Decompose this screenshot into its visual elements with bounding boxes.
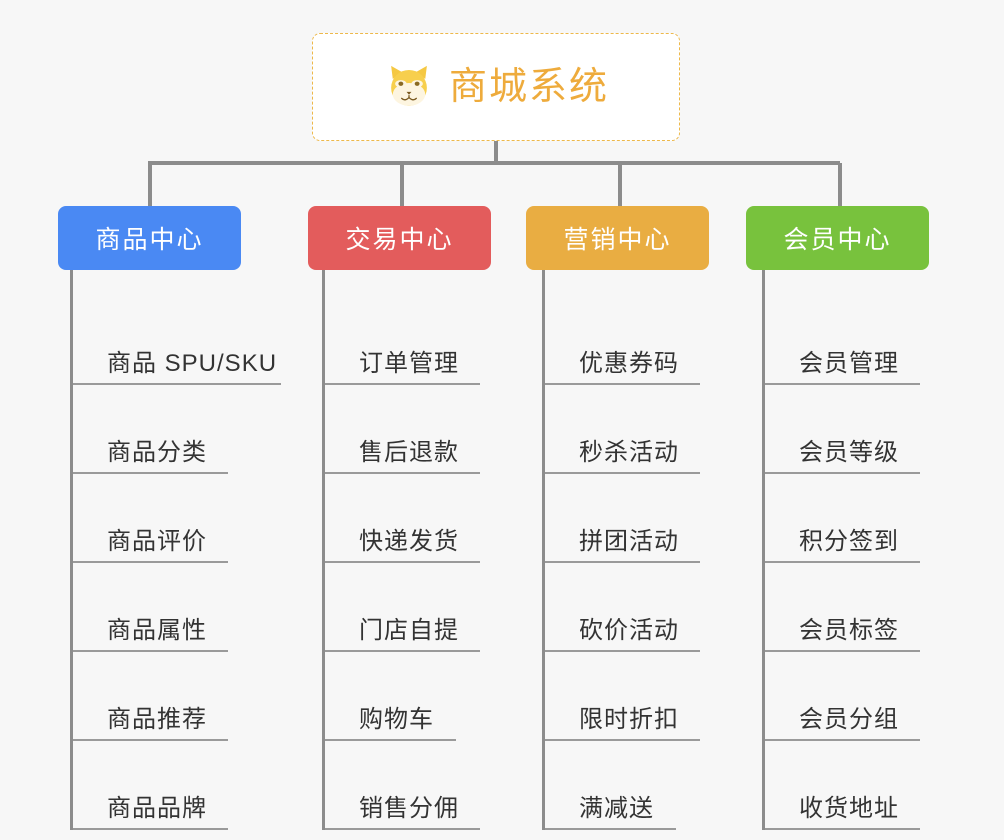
- leaf-item-label: 商品品牌: [107, 795, 207, 822]
- leaf-item[interactable]: 会员管理: [765, 296, 920, 385]
- leaf-item[interactable]: 订单管理: [325, 296, 480, 385]
- connector-drop-4: [838, 163, 842, 206]
- connector-drop-1: [148, 163, 152, 206]
- leaf-item[interactable]: 商品分类: [73, 385, 228, 474]
- leaf-item[interactable]: 商品推荐: [73, 652, 228, 741]
- connector-category-stem-4: [762, 270, 765, 296]
- leaf-item[interactable]: 商品品牌: [73, 741, 228, 830]
- leaf-item-label: 订单管理: [359, 350, 459, 377]
- category-column-3: 营销中心优惠券码秒杀活动拼团活动砍价活动限时折扣满减送: [526, 206, 746, 830]
- leaf-item-label: 满减送: [579, 795, 654, 822]
- leaf-item[interactable]: 积分签到: [765, 474, 920, 563]
- leaf-rail-4: 会员管理会员等级积分签到会员标签会员分组收货地址: [762, 296, 920, 830]
- leaf-item[interactable]: 拼团活动: [545, 474, 700, 563]
- leaf-item-label: 销售分佣: [359, 795, 459, 822]
- leaf-item[interactable]: 满减送: [545, 741, 676, 830]
- leaf-item-label: 购物车: [359, 706, 434, 733]
- category-column-2: 交易中心订单管理售后退款快递发货门店自提购物车销售分佣: [308, 206, 528, 830]
- connector-root-stem: [494, 141, 498, 163]
- category-node-2[interactable]: 交易中心: [308, 206, 491, 270]
- leaf-item-label: 门店自提: [359, 617, 459, 644]
- category-column-1: 商品中心商品 SPU/SKU 商品分类商品评价商品属性商品推荐商品品牌: [58, 206, 281, 830]
- leaf-item[interactable]: 收货地址: [765, 741, 920, 830]
- category-node-label: 商品中心: [95, 226, 204, 254]
- leaf-item[interactable]: 优惠券码: [545, 296, 700, 385]
- category-node-label: 营销中心: [563, 226, 672, 254]
- leaf-item[interactable]: 售后退款: [325, 385, 480, 474]
- leaf-item-label: 商品属性: [107, 617, 207, 644]
- connector-horizontal-bus: [148, 161, 840, 165]
- leaf-item[interactable]: 商品评价: [73, 474, 228, 563]
- leaf-rail-2: 订单管理售后退款快递发货门店自提购物车销售分佣: [322, 296, 480, 830]
- leaf-item-label: 会员标签: [799, 617, 899, 644]
- leaf-item[interactable]: 限时折扣: [545, 652, 700, 741]
- leaf-item-label: 商品 SPU/SKU: [107, 350, 278, 377]
- connector-category-stem-1: [70, 270, 73, 296]
- leaf-item-label: 商品分类: [107, 439, 207, 466]
- leaf-item-label: 积分签到: [799, 528, 899, 555]
- connector-category-stem-3: [542, 270, 545, 296]
- leaf-item-label: 秒杀活动: [579, 439, 679, 466]
- leaf-item[interactable]: 会员等级: [765, 385, 920, 474]
- connector-drop-2: [400, 163, 404, 206]
- leaf-item-label: 收货地址: [799, 795, 899, 822]
- category-node-3[interactable]: 营销中心: [526, 206, 709, 270]
- leaf-item[interactable]: 购物车: [325, 652, 456, 741]
- leaf-item-label: 会员管理: [799, 350, 899, 377]
- leaf-item-label: 拼团活动: [579, 528, 679, 555]
- category-node-label: 会员中心: [783, 226, 892, 254]
- leaf-item-label: 商品评价: [107, 528, 207, 555]
- leaf-rail-1: 商品 SPU/SKU 商品分类商品评价商品属性商品推荐商品品牌: [70, 296, 281, 830]
- leaf-item-label: 砍价活动: [579, 617, 679, 644]
- leaf-item-label: 会员分组: [799, 706, 899, 733]
- leaf-item[interactable]: 秒杀活动: [545, 385, 700, 474]
- leaf-item[interactable]: 商品 SPU/SKU: [73, 296, 281, 385]
- connector-category-stem-2: [322, 270, 325, 296]
- leaf-item-label: 限时折扣: [579, 706, 679, 733]
- leaf-item-label: 售后退款: [359, 439, 459, 466]
- category-node-4[interactable]: 会员中心: [746, 206, 929, 270]
- category-node-label: 交易中心: [345, 226, 454, 254]
- leaf-item[interactable]: 砍价活动: [545, 563, 700, 652]
- leaf-item-label: 快递发货: [359, 528, 459, 555]
- category-node-1[interactable]: 商品中心: [58, 206, 241, 270]
- leaf-item-label: 商品推荐: [107, 706, 207, 733]
- leaf-item[interactable]: 会员分组: [765, 652, 920, 741]
- leaf-item-label: 会员等级: [799, 439, 899, 466]
- leaf-item[interactable]: 会员标签: [765, 563, 920, 652]
- connector-drop-3: [618, 163, 622, 206]
- category-column-4: 会员中心会员管理会员等级积分签到会员标签会员分组收货地址: [746, 206, 966, 830]
- root-node-shop-system[interactable]: 商城系统: [312, 33, 680, 141]
- leaf-item[interactable]: 销售分佣: [325, 741, 480, 830]
- leaf-rail-3: 优惠券码秒杀活动拼团活动砍价活动限时折扣满减送: [542, 296, 700, 830]
- leaf-item[interactable]: 商品属性: [73, 563, 228, 652]
- root-node-label: 商城系统: [448, 66, 609, 108]
- leaf-item-label: 优惠券码: [579, 350, 679, 377]
- leaf-item[interactable]: 快递发货: [325, 474, 480, 563]
- leaf-item[interactable]: 门店自提: [325, 563, 480, 652]
- shiba-dog-face-icon: [391, 65, 427, 108]
